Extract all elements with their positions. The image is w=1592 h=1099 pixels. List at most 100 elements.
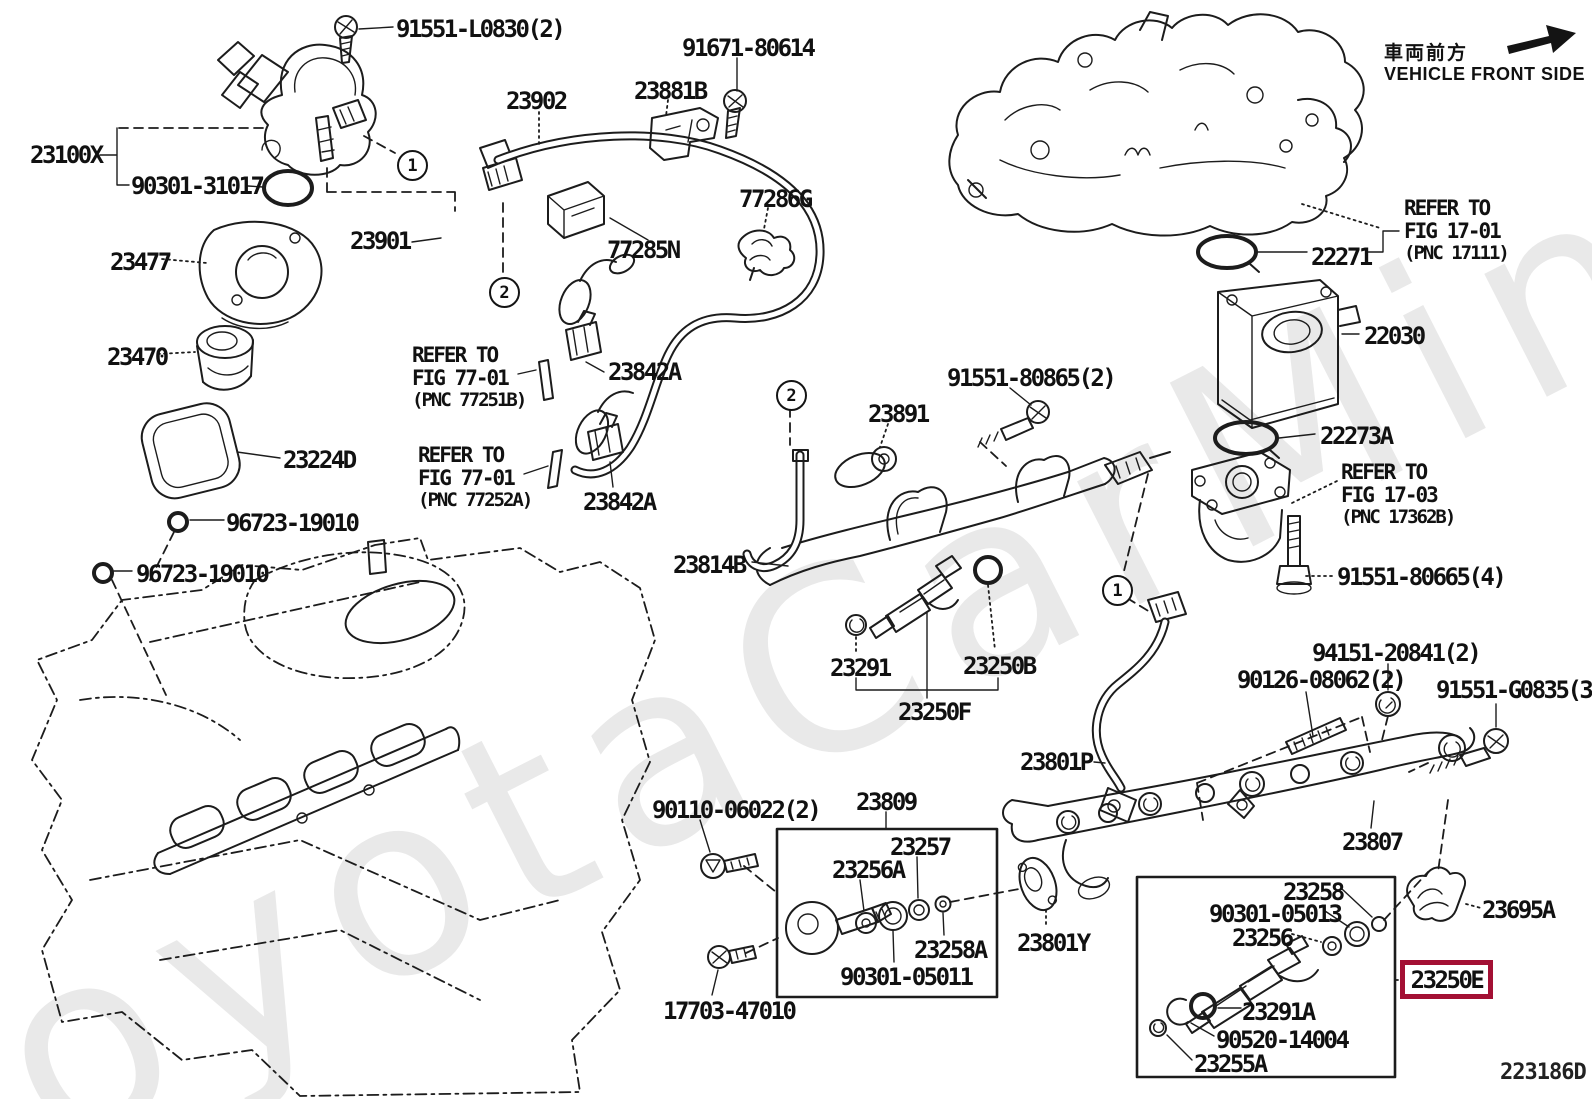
- gasket-23801Y-drawing: [1017, 856, 1058, 912]
- spacer-23470-drawing: [196, 325, 254, 391]
- ref-note-fig7701a: REFER TO FIG 77-01 (PNC 77251B): [412, 343, 527, 412]
- throttle-body-22030-drawing: [1217, 279, 1361, 429]
- oring-96723-b-drawing: [92, 562, 114, 584]
- injector-box-drawing: [1135, 875, 1397, 1079]
- part-label-23291: 23291: [830, 654, 892, 682]
- stud-90126-drawing: [1285, 717, 1347, 755]
- part-label-96723-19010-a: 96723-19010: [226, 509, 360, 537]
- part-label-23901: 23901: [350, 227, 412, 255]
- direction-note-english: VEHICLE FRONT SIDE: [1384, 64, 1586, 84]
- highlighted-part-label-23250e: 23250E: [1400, 960, 1493, 999]
- part-label-23881b: 23881B: [634, 77, 708, 105]
- bolt-91551-G0835-drawing: [1429, 728, 1509, 774]
- part-label-23477: 23477: [110, 248, 172, 276]
- grommet-23291-drawing: [845, 614, 867, 636]
- part-label-23257: 23257: [890, 833, 952, 861]
- part-label-23470: 23470: [107, 343, 169, 371]
- part-label-23801y: 23801Y: [1017, 929, 1091, 957]
- bracket-23881B-drawing: [649, 107, 719, 161]
- part-label-23801p: 23801P: [1020, 748, 1094, 776]
- gasket-23224D-drawing: [140, 402, 241, 500]
- nut-94151-drawing: [1375, 691, 1401, 717]
- callout-marker-1b: 1: [1102, 575, 1133, 606]
- injector-23250F-drawing: [869, 555, 962, 639]
- callout-marker-2a: 2: [489, 277, 520, 308]
- part-label-90301-05013: 90301-05013: [1209, 900, 1343, 928]
- part-label-23891: 23891: [868, 400, 930, 428]
- part-label-91671-80614: 91671-80614: [682, 34, 816, 62]
- part-label-90110-06022: 90110-06022(2): [652, 796, 822, 824]
- part-label-23842a-upper: 23842A: [608, 358, 682, 386]
- gasket-22271-notch: [1249, 263, 1260, 273]
- part-label-23814b: 23814B: [673, 551, 747, 579]
- clip-90520-drawing: [1166, 997, 1189, 1026]
- part-label-96723-19010-b: 96723-19010: [136, 560, 270, 588]
- bolt-91551-80865-drawing: [977, 400, 1050, 448]
- part-label-23255a: 23255A: [1194, 1050, 1268, 1078]
- part-label-23809: 23809: [856, 788, 918, 816]
- ref-note-fig1701: REFER TO FIG 17-01 (PNC 17111): [1404, 196, 1510, 265]
- part-label-23695a: 23695A: [1482, 896, 1556, 924]
- callout-marker-2b: 2: [776, 380, 807, 411]
- clamp-77286G-drawing: [737, 229, 796, 281]
- part-label-91551-80665: 91551-80665(4): [1337, 563, 1507, 591]
- part-label-23842a-lower: 23842A: [583, 488, 657, 516]
- part-label-22273a: 22273A: [1320, 422, 1394, 450]
- diagram-code: 223186D: [1500, 1060, 1587, 1085]
- callout-marker-1a: 1: [397, 150, 428, 181]
- part-label-77285n: 77285N: [607, 236, 681, 264]
- part-label-90301-05011: 90301-05011: [840, 963, 974, 991]
- fuel-pipe-23902-drawing: [479, 131, 825, 489]
- clamp-23695A-drawing: [1406, 866, 1466, 922]
- pump-bolt-drawing: [334, 15, 358, 64]
- oring-96723-a-drawing: [167, 511, 189, 533]
- part-label-23258: 23258: [1283, 878, 1345, 906]
- gasket-22271-drawing: [1196, 234, 1258, 270]
- engine-block-drawing: [31, 537, 656, 1097]
- part-label-22271: 22271: [1311, 243, 1373, 271]
- part-label-77286g: 77286G: [739, 185, 813, 213]
- part-label-23224d: 23224D: [283, 446, 357, 474]
- part-label-23902: 23902: [506, 87, 568, 115]
- gasket-22273A-notch: [1269, 449, 1280, 459]
- part-label-90520-14004: 90520-14004: [1216, 1026, 1350, 1054]
- part-label-23291a: 23291A: [1242, 998, 1316, 1026]
- part-label-23258a: 23258A: [914, 936, 988, 964]
- bolt-91551-80665-drawing: [1276, 515, 1312, 595]
- damper-box-23809: [775, 827, 999, 999]
- fuel-pump-drawing: [217, 41, 377, 176]
- ref-note-fig1703: REFER TO FIG 17-03 (PNC 17362B): [1341, 460, 1456, 529]
- oring-90301-31017-drawing: [262, 169, 314, 207]
- front-direction-arrow-icon: [1507, 25, 1576, 54]
- leader-lines: [99, 26, 1497, 1061]
- part-label-91551-80865: 91551-80865(2): [947, 364, 1117, 392]
- ref-note-fig7701b: REFER TO FIG 77-01 (PNC 77252A): [418, 443, 533, 512]
- bolt-91671-drawing: [723, 89, 747, 139]
- part-label-17703-47010: 17703-47010: [663, 997, 797, 1025]
- part-label-23256: 23256: [1232, 924, 1294, 952]
- part-label-91551-l0830: 91551-L0830(2): [396, 15, 566, 43]
- fuel-rail-23807-drawing: [1002, 727, 1476, 900]
- part-label-90126-08062: 90126-08062(2): [1237, 666, 1407, 694]
- direction-note-japanese: 車両前方: [1384, 42, 1469, 64]
- part-label-23256a: 23256A: [832, 856, 906, 884]
- fuel-pipe-23801P-drawing: [1091, 591, 1187, 823]
- gasket-22273A-drawing: [1213, 420, 1279, 456]
- part-label-22030: 22030: [1364, 322, 1426, 350]
- water-adapter-drawing: [1191, 451, 1291, 563]
- part-label-23250f: 23250F: [898, 698, 972, 726]
- insulator-23477-drawing: [198, 220, 323, 330]
- part-label-90301-31017: 90301-31017: [131, 172, 265, 200]
- part-label-23100x: 23100X: [30, 141, 104, 169]
- damper-23891-drawing: [834, 446, 897, 488]
- part-label-23250b: 23250B: [963, 652, 1037, 680]
- sensor-77285N-drawing: [547, 181, 605, 239]
- part-label-91551-g0835: 91551-G0835(3): [1436, 676, 1592, 704]
- part-label-94151-20841: 94151-20841(2): [1312, 639, 1482, 667]
- intake-manifold-drawing: [948, 11, 1365, 237]
- bolt-17703-drawing: [707, 945, 757, 969]
- part-label-23807: 23807: [1342, 828, 1404, 856]
- oring-23250B-drawing: [973, 555, 1003, 585]
